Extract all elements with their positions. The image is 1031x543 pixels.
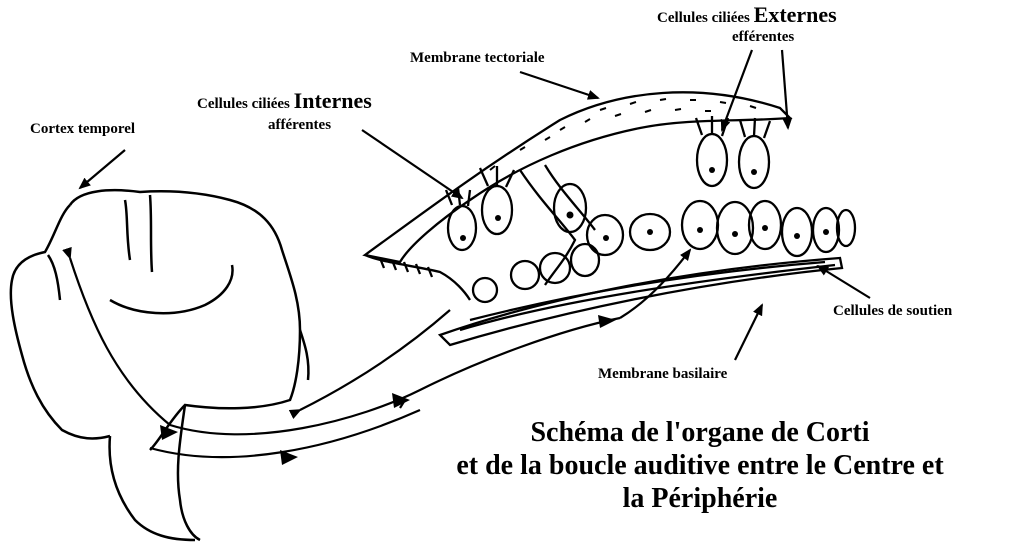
label-externes-prefix: Cellules ciliées: [657, 10, 750, 26]
title-line-1: Schéma de l'organe de Corti: [530, 417, 870, 448]
label-internes-afferentes: afférentes: [268, 117, 332, 133]
label-externes-emphasis: Externes: [753, 2, 837, 27]
tectorial-texture: [489, 98, 757, 171]
label-membrane-tectoriale: Membrane tectoriale: [410, 50, 545, 66]
label-cellules-externes: Cellules ciliées Externes: [657, 2, 837, 27]
label-cellules-soutien: Cellules de soutien: [833, 303, 953, 319]
auditory-loop: [62, 246, 692, 459]
organ-of-corti: [362, 91, 857, 347]
title-line-2: et de la boucle auditive entre le Centre…: [456, 450, 944, 482]
label-externes-efferentes: efférentes: [732, 29, 795, 45]
cell-nuclei: [460, 167, 829, 241]
label-internes-emphasis: Internes: [293, 88, 372, 113]
loop-arrowheads: [160, 315, 616, 465]
brain: [9, 189, 310, 542]
label-pointers: [78, 49, 871, 361]
diagram-title: Schéma de l'organe de Corti et de la bou…: [400, 416, 1000, 515]
title-line-3: la Périphérie: [622, 483, 778, 515]
label-membrane-basilaire: Membrane basilaire: [598, 366, 728, 382]
label-cellules-internes: Cellules ciliées Internes: [197, 88, 372, 113]
label-cortex-temporel: Cortex temporel: [30, 121, 136, 137]
label-internes-prefix: Cellules ciliées: [197, 96, 290, 112]
